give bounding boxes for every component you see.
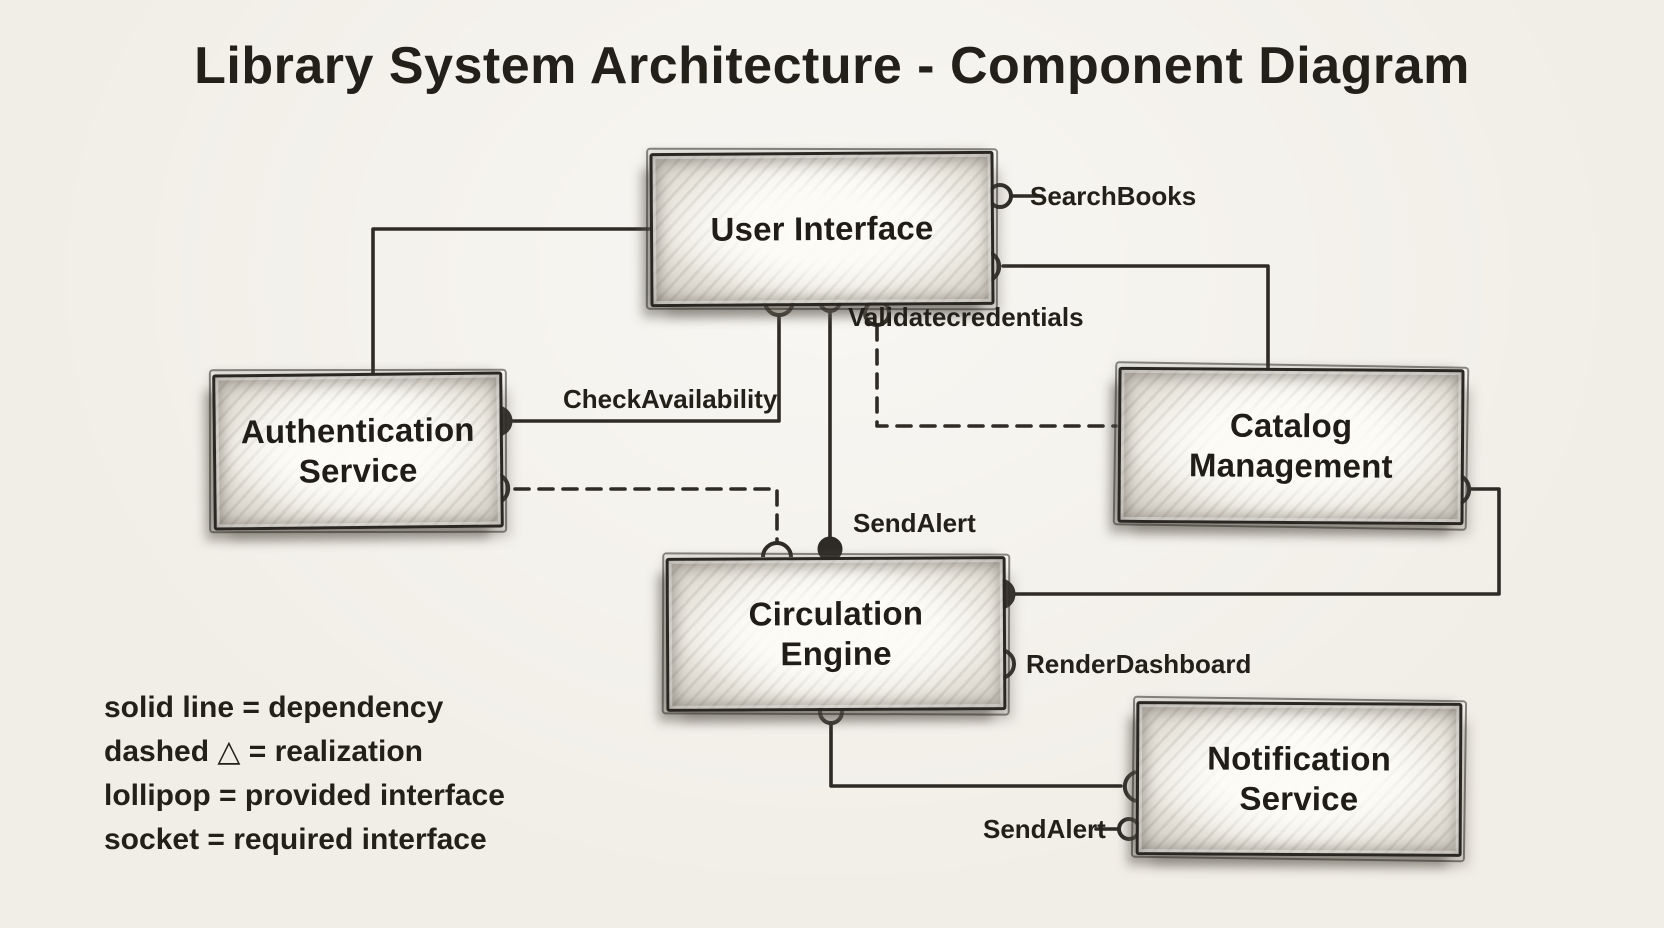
ui-to-catalog-dependency-line: [1001, 264, 1270, 371]
validatecredentials-realization-line: [875, 324, 1118, 428]
component-label: Notification Service: [1207, 739, 1392, 818]
interface-label-sendalert-notification: SendAlert: [983, 814, 1106, 844]
interface-label-validatecredentials: Validatecredentials: [848, 302, 1084, 332]
component-label: Circulation Engine: [748, 594, 924, 673]
auth-to-circulation-realization-line: [513, 487, 779, 545]
legend-dependency-row: solid line = dependency: [104, 691, 444, 724]
page-title: Library System Architecture - Component …: [194, 37, 1470, 95]
component-user-interface: User Interface: [649, 150, 995, 308]
catalog-to-circulation-dependency-line: [1012, 487, 1501, 596]
legend-required-row: socket = required interface: [104, 823, 487, 856]
auth-to-ui-dependency-line: [371, 227, 654, 375]
component-notification-service: Notification Service: [1135, 701, 1463, 857]
component-label: Authentication Service: [240, 410, 475, 490]
component-circulation-engine: Circulation Engine: [665, 556, 1007, 712]
legend-realization-row: dashed △ = realization: [104, 735, 423, 768]
component-authentication-service: Authentication Service: [212, 371, 504, 531]
component-label: User Interface: [710, 209, 934, 248]
checkavailability-dependency-line: [511, 312, 781, 423]
legend: solid line = dependency dashed △ = reali…: [104, 686, 505, 862]
circulation-top-socket-icon: [761, 541, 793, 558]
component-catalog-management: Catalog Management: [1117, 366, 1465, 526]
interface-label-searchbooks: SearchBooks: [1030, 181, 1197, 211]
legend-provided-row: lollipop = provided interface: [104, 779, 505, 812]
interface-label-checkavailability: CheckAvailability: [563, 384, 778, 414]
interface-label-sendalert-circulation: SendAlert: [853, 508, 976, 538]
circulation-to-notification-dependency-line: [829, 721, 1123, 788]
interface-label-renderdashboard: RenderDashboard: [1026, 649, 1252, 679]
notification-left-socket-icon: [1122, 770, 1137, 803]
component-label: Catalog Management: [1188, 406, 1393, 485]
